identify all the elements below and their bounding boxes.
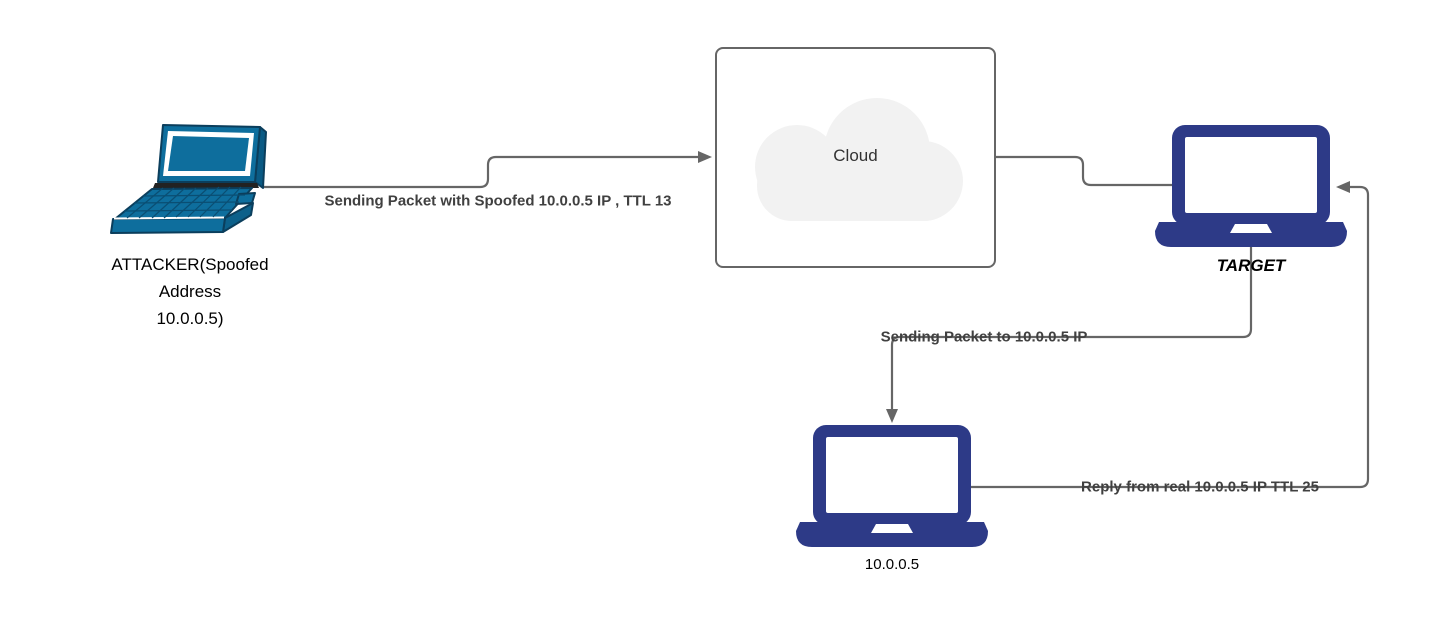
arrowhead-into-real-host <box>886 409 898 423</box>
attacker-label: ATTACKER(Spoofed Address 10.0.0.5) <box>111 251 268 332</box>
real-host-label: 10.0.0.5 <box>864 556 920 573</box>
attacker-label-line3: 10.0.0.5) <box>156 309 224 328</box>
edge-cloud-to-target <box>996 155 1172 187</box>
cloud-node <box>715 47 996 268</box>
cloud-icon <box>755 98 963 221</box>
edge-attacker-to-cloud <box>263 155 699 189</box>
edge-label-target-to-real-host: Sending Packet to 10.0.0.5 IP <box>880 328 1088 346</box>
arrowhead-into-cloud <box>698 151 712 163</box>
attacker-label-line2: Address <box>158 282 222 301</box>
target-label: TARGET <box>1216 256 1286 275</box>
attacker-label-line1: ATTACKER(Spoofed <box>111 255 269 274</box>
attacker-laptop-icon <box>110 124 267 234</box>
target-laptop-icon <box>1155 125 1347 247</box>
real-host-laptop-icon <box>796 425 988 547</box>
edge-label-attacker-to-cloud: Sending Packet with Spoofed 10.0.0.5 IP … <box>324 192 672 210</box>
edge-label-real-host-to-target: Reply from real 10.0.0.5 IP TTL 25 <box>1081 478 1319 496</box>
cloud-label: Cloud <box>833 146 878 165</box>
